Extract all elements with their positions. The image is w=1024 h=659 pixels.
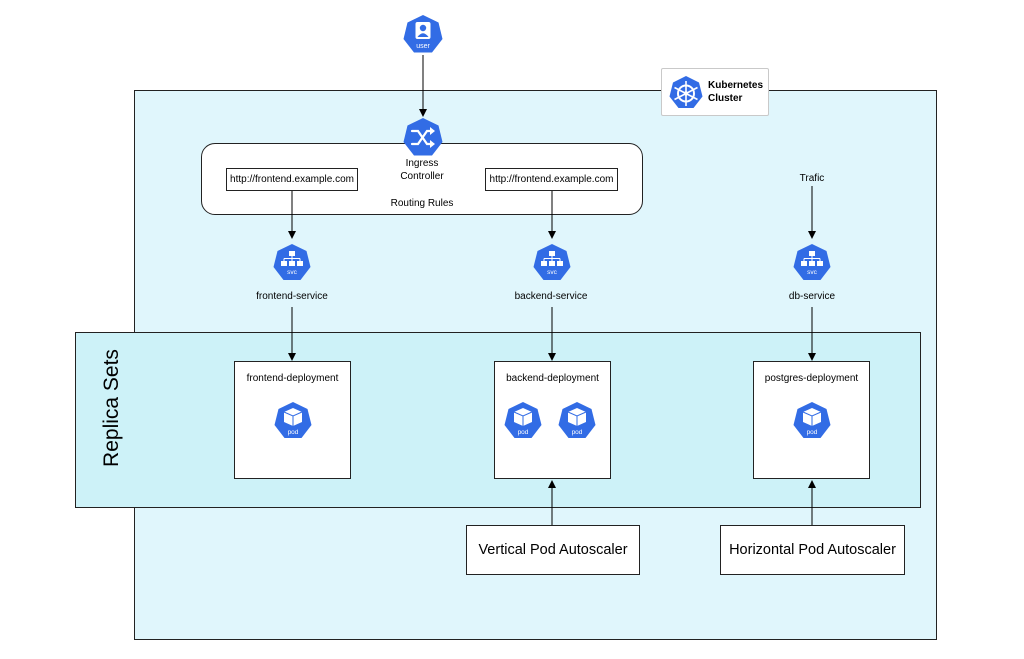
backend-pod-icon-2: pod: [558, 402, 596, 438]
backend-service-label: backend-service: [514, 291, 588, 302]
db-service-label: db-service: [788, 291, 836, 302]
deployment-name: postgres-deployment: [764, 373, 859, 384]
routing-rule-frontend: http://frontend.example.com: [226, 168, 358, 191]
backend-svc-icon: svc: [533, 244, 571, 280]
ingress-shuffle-icon: [403, 118, 443, 156]
frontend-pod-icon: pod: [274, 402, 312, 438]
svg-text:svc: svc: [807, 269, 818, 276]
frontend-deployment-box: frontend-deployment: [234, 361, 351, 479]
traffic-label: Trafic: [799, 173, 825, 184]
frontend-service-label: frontend-service: [256, 291, 328, 302]
svg-text:pod: pod: [518, 429, 529, 436]
svg-text:pod: pod: [288, 429, 299, 436]
deployment-name: frontend-deployment: [246, 373, 339, 384]
kubernetes-helm-icon: [669, 76, 703, 108]
svg-text:pod: pod: [572, 429, 583, 436]
svg-text:pod: pod: [807, 429, 818, 436]
svg-text:svc: svc: [287, 269, 298, 276]
user-icon: user: [403, 15, 443, 53]
routing-rules-label: Routing Rules: [390, 198, 454, 209]
frontend-svc-icon: svc: [273, 244, 311, 280]
ingress-controller-label: Ingress Controller: [400, 158, 444, 182]
deployment-name: backend-deployment: [506, 373, 599, 384]
db-svc-icon: svc: [793, 244, 831, 280]
cluster-label: Kubernetes Cluster: [661, 68, 769, 116]
postgres-pod-icon: pod: [793, 402, 831, 438]
svg-text:user: user: [416, 43, 430, 50]
svg-text:svc: svc: [547, 269, 558, 276]
routing-rule-backend: http://frontend.example.com: [485, 168, 618, 191]
backend-pod-icon-1: pod: [504, 402, 542, 438]
vertical-pod-autoscaler: Vertical Pod Autoscaler: [466, 525, 640, 575]
cluster-title-line1: Kubernetes: [708, 80, 764, 91]
horizontal-pod-autoscaler: Horizontal Pod Autoscaler: [720, 525, 905, 575]
cluster-title-line2: Cluster: [708, 93, 743, 104]
